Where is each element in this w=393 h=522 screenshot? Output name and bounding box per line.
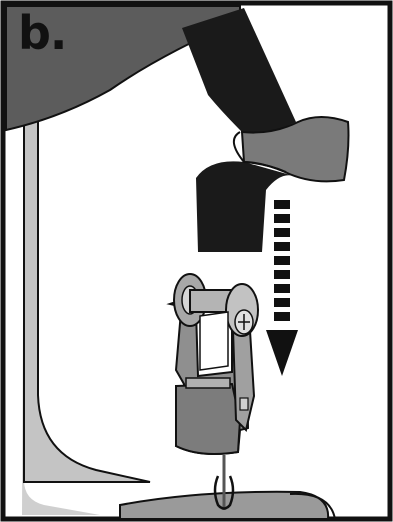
step-label: b. (18, 10, 66, 56)
